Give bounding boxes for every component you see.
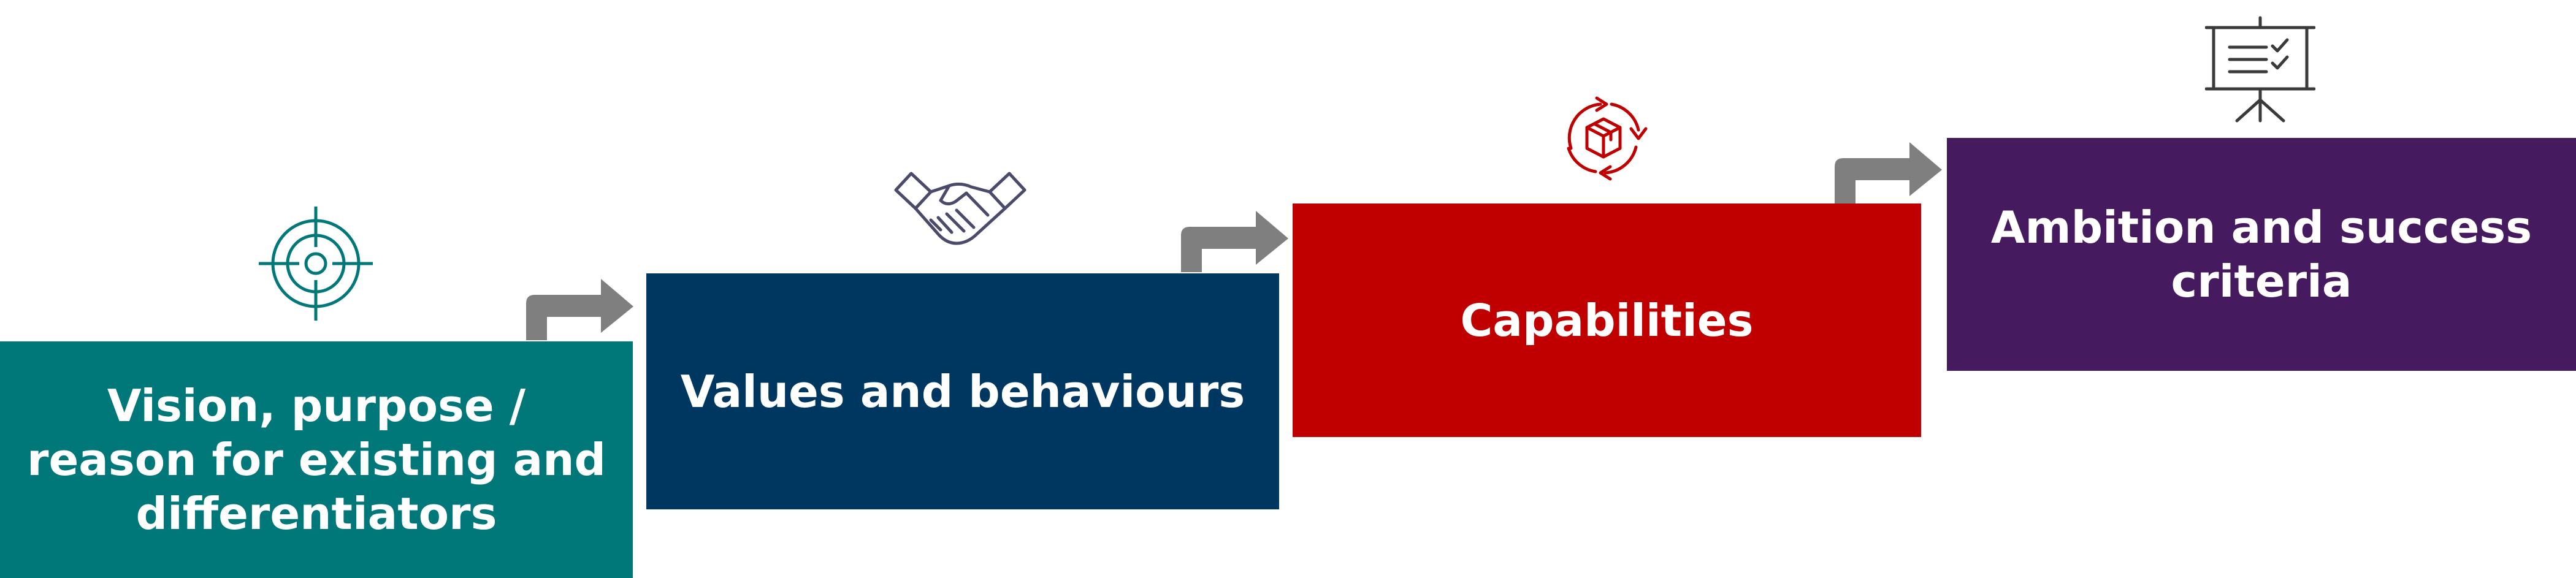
step-values-label: Values and behaviours xyxy=(680,365,1245,417)
connector-arrow-icon xyxy=(1181,211,1288,272)
step-vision-label: Vision, purpose / reason for existing an… xyxy=(26,380,606,539)
presentation-board-icon xyxy=(2205,16,2315,123)
connector-arrow-icon xyxy=(1835,142,1942,203)
step-ambition-label: Ambition and success criteria xyxy=(1990,202,2532,307)
step-values-box: Values and behaviours xyxy=(646,273,1279,509)
step-capabilities-label: Capabilities xyxy=(1460,294,1754,346)
step-vision-box: Vision, purpose / reason for existing an… xyxy=(0,341,633,578)
step-ambition-box: Ambition and success criteria xyxy=(1947,138,2576,371)
target-icon xyxy=(259,207,373,321)
box-cycle-icon xyxy=(1567,96,1648,181)
handshake-icon xyxy=(894,172,1026,245)
connector-arrow-icon xyxy=(526,279,633,340)
step-capabilities-box: Capabilities xyxy=(1293,203,1921,437)
